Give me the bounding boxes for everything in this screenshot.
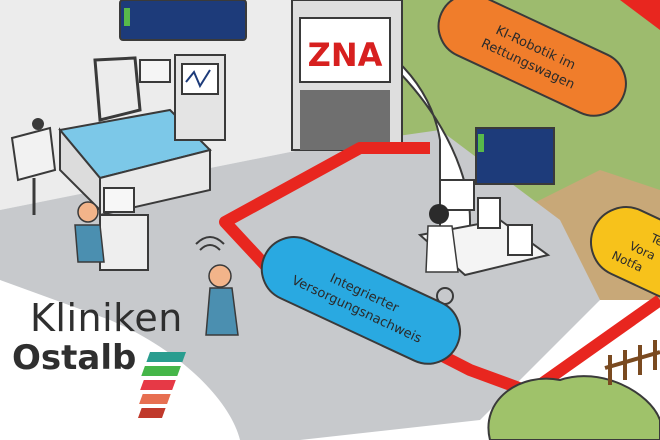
callout-partial-yellow: Te Vora Notfa bbox=[590, 206, 660, 300]
logo-text-line2: Ostalb bbox=[12, 338, 137, 378]
callout-integrierter: Integrierter Versorgungsnachweis bbox=[260, 236, 461, 365]
logo-text-line1: Kliniken bbox=[30, 296, 183, 340]
corner-accent bbox=[620, 0, 660, 30]
nurse-on-phone bbox=[195, 236, 239, 336]
zna-sign: ZNA bbox=[308, 36, 383, 74]
wall-monitor bbox=[119, 0, 247, 41]
entrance-door bbox=[300, 90, 390, 150]
zna-sign-board bbox=[299, 17, 391, 83]
nurse-at-cart bbox=[74, 187, 149, 271]
kliniken-logo-mark bbox=[137, 352, 186, 418]
monitor-stand bbox=[10, 118, 57, 215]
logo-background bbox=[0, 280, 240, 440]
doctor-workstation bbox=[417, 127, 555, 305]
fence bbox=[604, 340, 660, 385]
callout-ki-robotik: KI-Robotik im Rettungswagen bbox=[437, 0, 627, 117]
ventilator bbox=[139, 54, 226, 141]
hedge bbox=[487, 375, 660, 440]
kliniken-ostalb-logo: Kliniken Ostalb bbox=[12, 296, 242, 436]
